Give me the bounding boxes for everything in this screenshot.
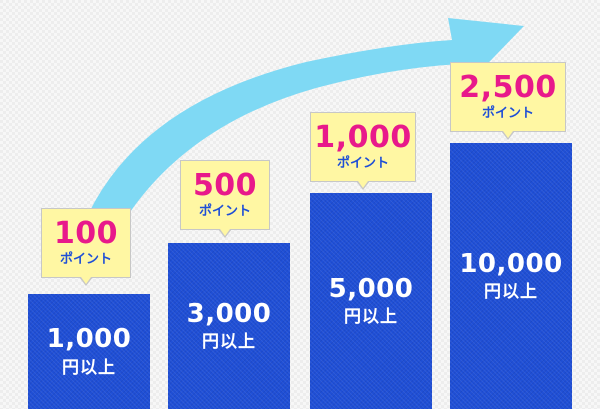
tier-4-bar: 10,000 円以上 — [450, 143, 572, 409]
tier-4-points-unit: ポイント — [481, 105, 534, 121]
tier-4-amount: 10,000 — [459, 248, 563, 279]
tier-4-points-badge: 2,500 ポイント — [450, 62, 566, 140]
tier-1-points-badge: 100 ポイント — [41, 208, 131, 286]
tier-4-points: 2,500 — [459, 69, 557, 105]
tier-2-amount-unit: 円以上 — [202, 332, 256, 353]
tier-1-points-unit: ポイント — [59, 251, 112, 267]
tier-2-bar: 3,000 円以上 — [168, 243, 290, 409]
tier-3-amount-unit: 円以上 — [344, 307, 398, 328]
tier-2-points-unit: ポイント — [198, 203, 251, 219]
tier-2-points-badge: 500 ポイント — [180, 160, 270, 238]
tier-4-amount-unit: 円以上 — [484, 282, 538, 303]
tier-3-amount: 5,000 — [328, 273, 414, 304]
tier-2-points: 500 — [192, 167, 258, 203]
tier-1-amount: 1,000 — [46, 324, 132, 354]
tier-1-amount-unit: 円以上 — [62, 357, 116, 378]
tier-3-points-unit: ポイント — [336, 155, 389, 171]
tier-1-points: 100 — [53, 215, 119, 251]
tier-3-points-badge: 1,000 ポイント — [310, 112, 416, 190]
tier-2-amount: 3,000 — [186, 298, 272, 329]
tier-3-bar: 5,000 円以上 — [310, 193, 432, 409]
tier-1-bar: 1,000 円以上 — [28, 294, 150, 409]
tier-3-points: 1,000 — [314, 119, 412, 155]
